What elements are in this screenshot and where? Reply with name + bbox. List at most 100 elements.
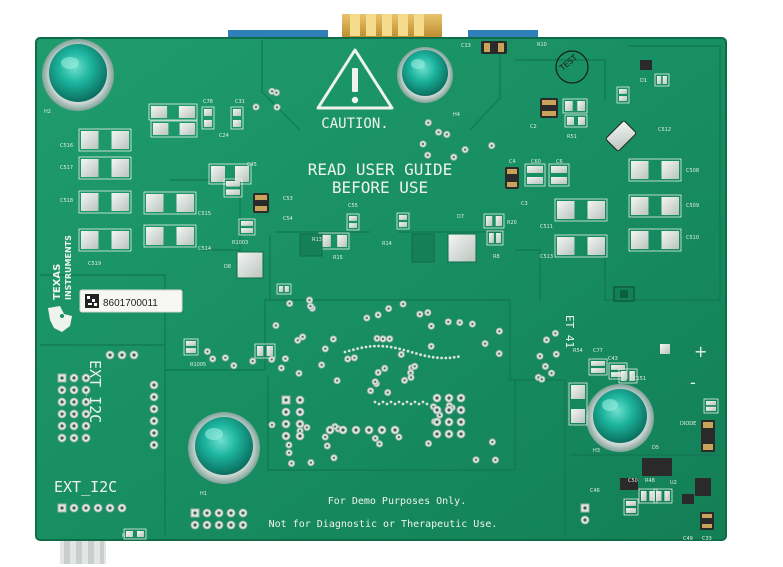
via-hole xyxy=(409,371,412,374)
smd-footprint xyxy=(623,498,639,516)
pad xyxy=(233,120,241,127)
via-small xyxy=(448,356,452,360)
pad xyxy=(153,123,169,135)
via-hole xyxy=(332,456,336,459)
via-hole xyxy=(280,366,283,370)
via-small xyxy=(385,345,389,348)
header-pin-hole xyxy=(284,422,288,426)
footprint-outline xyxy=(483,213,505,229)
smd-footprint xyxy=(143,191,197,215)
via-hole xyxy=(377,371,380,374)
footprint-outline xyxy=(143,191,197,215)
header-pin-hole xyxy=(241,523,245,527)
header-pin-hole xyxy=(108,506,112,510)
footprint-outline xyxy=(554,234,608,258)
label-c4: C4 xyxy=(509,159,516,165)
pad xyxy=(662,76,667,84)
via-small xyxy=(394,346,397,350)
via-hole xyxy=(490,144,493,147)
label-r14: R14 xyxy=(382,241,392,247)
label-c509: C509 xyxy=(686,203,699,209)
pad xyxy=(111,193,129,211)
pad xyxy=(279,286,284,292)
pad xyxy=(226,189,240,195)
smd-footprint xyxy=(628,158,682,182)
label-r51: R51 xyxy=(567,134,577,140)
pad xyxy=(591,368,605,373)
header-pin-hole xyxy=(84,436,88,440)
pad xyxy=(204,120,212,127)
via-hole xyxy=(254,105,258,109)
pad xyxy=(399,215,407,220)
header-pin-hole xyxy=(447,432,451,436)
label-h2: H2 xyxy=(44,109,51,115)
pad xyxy=(557,201,575,219)
pad xyxy=(179,123,195,135)
via-hole xyxy=(426,154,429,157)
smd-footprint xyxy=(254,343,276,359)
pad xyxy=(567,117,574,125)
header-pin-hole xyxy=(60,376,64,380)
pad xyxy=(496,233,501,243)
pad xyxy=(186,341,196,346)
header-pin-hole xyxy=(132,353,136,357)
pad xyxy=(186,348,196,353)
via-small xyxy=(402,348,406,352)
pad xyxy=(661,161,679,179)
footprint-outline xyxy=(628,158,682,182)
smd-footprint xyxy=(618,368,638,384)
via-hole xyxy=(381,337,385,340)
pad xyxy=(551,166,567,173)
label-c60: C60 xyxy=(531,159,541,165)
label-h1: H1 xyxy=(200,491,207,497)
via-small xyxy=(431,355,435,359)
via-small xyxy=(427,355,431,358)
via-small xyxy=(389,400,393,404)
header-pin-hole xyxy=(447,420,451,424)
via-hole xyxy=(383,367,386,370)
smd-footprint xyxy=(276,283,292,295)
caution-triangle-icon xyxy=(316,48,394,110)
header-pin-hole xyxy=(459,420,463,424)
via-hole xyxy=(397,436,400,439)
header-pin-grids xyxy=(57,350,590,530)
label-r1003: R1003 xyxy=(232,240,248,246)
footprint-outline xyxy=(568,382,588,426)
ti-logo: TEXAS INSTRUMENTS xyxy=(52,235,73,300)
smd-footprint xyxy=(230,106,244,130)
guide-line-2: BEFORE USE xyxy=(332,178,428,197)
smd-footprint xyxy=(78,128,132,152)
via-hole xyxy=(400,353,403,356)
via-hole xyxy=(545,338,548,341)
label-c515: C515 xyxy=(198,211,211,217)
pad xyxy=(621,371,627,381)
pad xyxy=(619,96,627,101)
via-hole xyxy=(498,330,501,333)
ic-components xyxy=(253,41,715,530)
smd-footprint xyxy=(396,212,410,230)
via-hole xyxy=(305,426,308,429)
via-hole xyxy=(284,357,287,360)
header-pin-hole xyxy=(120,506,124,510)
footprint-outline xyxy=(524,163,546,187)
pad xyxy=(629,371,635,381)
header-pin-hole xyxy=(108,353,112,357)
header-pin-hole xyxy=(447,396,451,400)
smd-footprint xyxy=(208,163,252,185)
top-edge-connector xyxy=(228,14,538,40)
label-r1005: R1005 xyxy=(190,362,206,368)
battery-plus-symbol: + xyxy=(694,342,707,361)
pad xyxy=(211,166,225,182)
footprint-outline xyxy=(148,103,198,121)
label-c2: C2 xyxy=(530,124,537,130)
smd-footprint xyxy=(564,114,588,128)
label-h4: H4 xyxy=(453,112,460,118)
label-c517: C517 xyxy=(60,165,73,171)
smd-footprint xyxy=(568,382,588,426)
label-c513: C513 xyxy=(540,254,553,260)
pad xyxy=(578,117,585,125)
via-hole xyxy=(336,379,339,382)
via-small xyxy=(381,344,385,348)
smd-footprint xyxy=(608,362,628,380)
label-diode: DIODE xyxy=(680,421,696,427)
